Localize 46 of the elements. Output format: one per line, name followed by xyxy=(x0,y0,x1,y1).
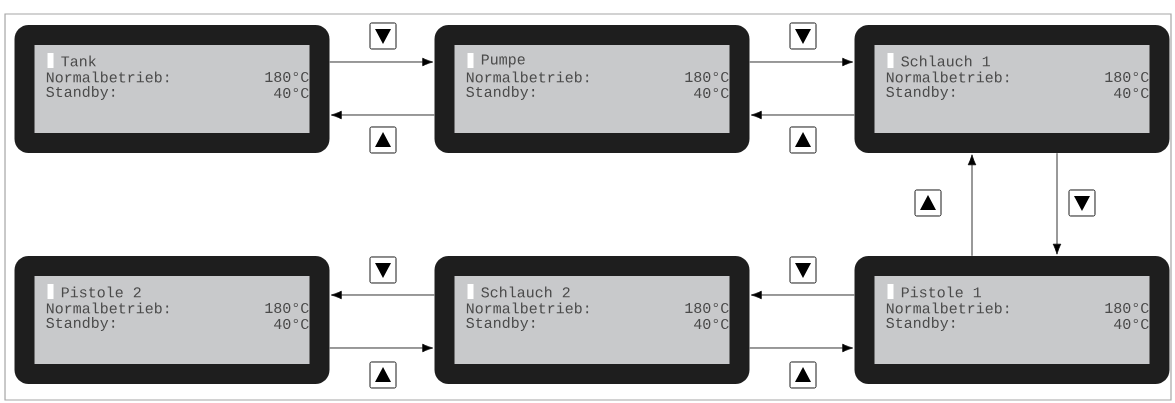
display-text: Pistole 2 xyxy=(61,286,141,298)
display-text: Normalbetrieb: xyxy=(46,71,169,83)
display-text: Schlauch 2 xyxy=(481,286,570,298)
display-text: 40°C xyxy=(274,87,309,99)
display-text: Standby: xyxy=(466,86,535,100)
display-text: 40°C xyxy=(694,87,729,99)
arrow xyxy=(330,290,435,300)
arrow xyxy=(749,343,854,353)
display-text: Normalbetrieb: xyxy=(886,302,1009,314)
display-text: 40°C xyxy=(1114,87,1149,99)
display-text: Standby: xyxy=(46,86,115,100)
arrow xyxy=(749,57,854,67)
arrow xyxy=(967,154,977,257)
arrow xyxy=(330,110,435,120)
display-text: Pistole 1 xyxy=(901,286,981,298)
display-text: 40°C xyxy=(1114,318,1149,330)
display-text: Normalbetrieb: xyxy=(46,302,169,314)
display-text: Standby: xyxy=(886,317,955,331)
arrow xyxy=(329,343,434,353)
arrow xyxy=(329,57,434,67)
display-text: 40°C xyxy=(274,318,309,330)
display-text: Standby: xyxy=(886,86,955,100)
display-text: Pumpe xyxy=(481,54,525,68)
display-text: Standby: xyxy=(466,317,535,331)
lcd-display xyxy=(14,25,330,153)
display-text: 180°C xyxy=(1105,71,1149,83)
display-text: 180°C xyxy=(685,71,729,83)
display-text: Tank xyxy=(61,55,96,67)
display-text: 180°C xyxy=(265,302,309,314)
display-text: 40°C xyxy=(694,318,729,330)
display-text: Normalbetrieb: xyxy=(466,71,589,83)
display-text: 180°C xyxy=(265,71,309,83)
lcd-display xyxy=(434,256,750,384)
display-text: Standby: xyxy=(46,317,115,331)
lcd-display xyxy=(854,25,1170,153)
display-text: 180°C xyxy=(1105,302,1149,314)
arrow xyxy=(750,290,855,300)
lcd-display xyxy=(854,256,1170,384)
display-text: Normalbetrieb: xyxy=(466,302,589,314)
lcd-display xyxy=(14,256,330,384)
display-text: Normalbetrieb: xyxy=(886,71,1009,83)
display-text: Schlauch 1 xyxy=(901,55,990,67)
arrow xyxy=(1052,152,1062,255)
arrow xyxy=(750,110,855,120)
lcd-display xyxy=(434,25,750,153)
display-text: 180°C xyxy=(685,302,729,314)
